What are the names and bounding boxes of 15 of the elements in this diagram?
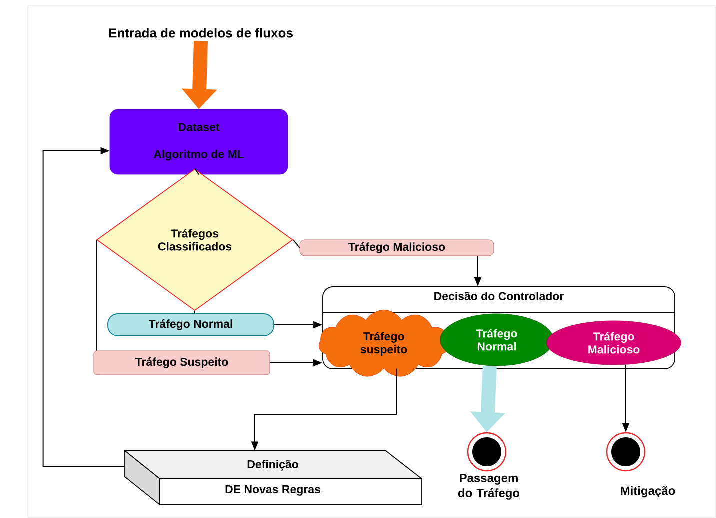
node-caption: Passagem do Tráfego (458, 474, 520, 500)
label-box: Tráfego Malicioso (300, 240, 494, 256)
connector-line (96, 240, 98, 352)
connector-line (194, 168, 200, 176)
node-caption: Mitigação (621, 486, 676, 498)
process-box: Dataset Algoritmo de ML (110, 109, 288, 175)
terminal-circle (606, 432, 646, 472)
arrow (42, 147, 125, 468)
connector-line (292, 240, 300, 248)
heading-text: Entrada de modelos de fluxos (109, 28, 293, 38)
label-box: Tráfego Suspeito (94, 350, 270, 376)
connector-line (194, 310, 196, 314)
node-label: DE Novas Regras (226, 486, 320, 496)
label-box: Tráfego Normal (108, 314, 274, 336)
terminal-circle (467, 432, 507, 472)
